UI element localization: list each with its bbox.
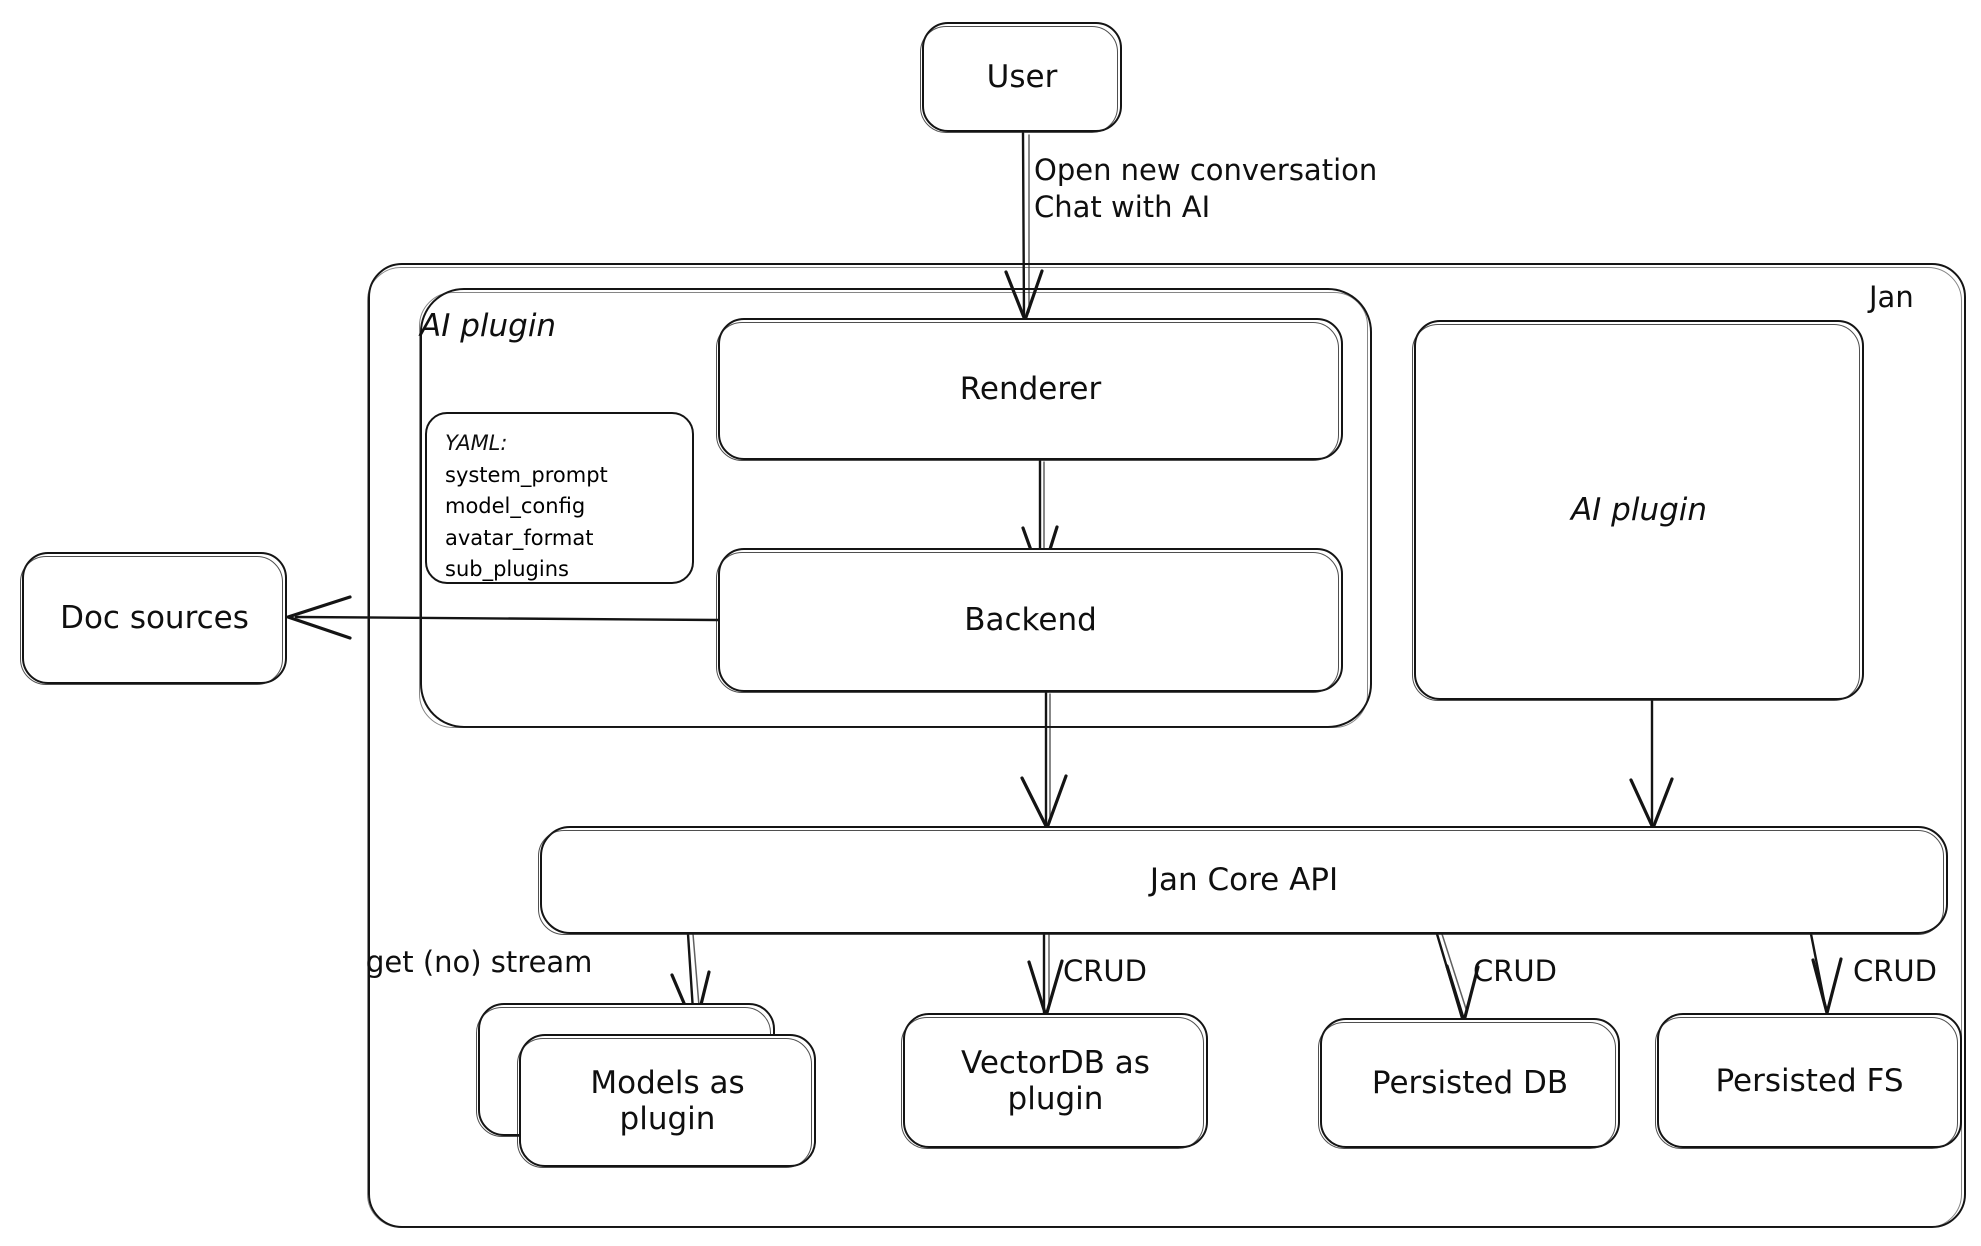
node-backend[interactable]: Backend [716, 548, 1343, 693]
node-user[interactable]: User [920, 22, 1122, 133]
node-persisted-fs-label: Persisted FS [1715, 1062, 1904, 1099]
node-persisted-fs[interactable]: Persisted FS [1655, 1013, 1962, 1149]
edge-label-crud-persisted-fs: CRUD [1853, 954, 1937, 988]
node-renderer[interactable]: Renderer [716, 318, 1343, 461]
node-renderer-label: Renderer [959, 371, 1102, 407]
node-persisted-db[interactable]: Persisted DB [1318, 1018, 1620, 1149]
container-ai-plugin-group[interactable] [419, 288, 1372, 728]
node-ai-plugin[interactable]: AI plugin [1412, 320, 1864, 701]
node-jan-core-api-label: Jan Core API [1149, 862, 1339, 898]
node-doc-sources[interactable]: Doc sources [20, 552, 287, 685]
node-jan-core-api[interactable]: Jan Core API [538, 826, 1948, 935]
yaml-key-sub-plugins: sub_plugins [445, 557, 569, 581]
container-ai-plugin-group-label: AI plugin [420, 308, 557, 344]
yaml-key-system-prompt: system_prompt [445, 462, 608, 487]
yaml-config-card[interactable]: YAML: system_prompt model_config avatar_… [425, 412, 694, 584]
node-ai-plugin-label: AI plugin [1570, 492, 1708, 528]
node-persisted-db-label: Persisted DB [1371, 1065, 1569, 1101]
edge-label-get-no-stream: get (no) stream [366, 945, 593, 979]
edge-label-crud-persisted-db: CRUD [1473, 954, 1557, 988]
container-jan-label: Jan [1869, 280, 1914, 314]
node-models-as-plugin[interactable]: Models as plugin [517, 1034, 816, 1168]
container-jan[interactable] [367, 263, 1966, 1228]
node-user-label: User [986, 59, 1058, 95]
node-models-as-plugin-label: Models as plugin [590, 1064, 745, 1137]
edge-label-open-new-conversation: Open new conversation Chat with AI [1034, 153, 1378, 225]
yaml-heading: YAML: [445, 431, 508, 455]
yaml-key-model-config: model_config [445, 494, 586, 518]
node-vectordb-as-plugin-label: VectorDB as plugin [961, 1044, 1150, 1117]
node-doc-sources-label: Doc sources [60, 600, 249, 636]
edge-label-crud-vectordb: CRUD [1063, 954, 1147, 988]
node-backend-label: Backend [964, 602, 1097, 638]
yaml-key-avatar-format: avatar_format [445, 525, 594, 550]
node-vectordb-as-plugin[interactable]: VectorDB as plugin [901, 1013, 1208, 1149]
